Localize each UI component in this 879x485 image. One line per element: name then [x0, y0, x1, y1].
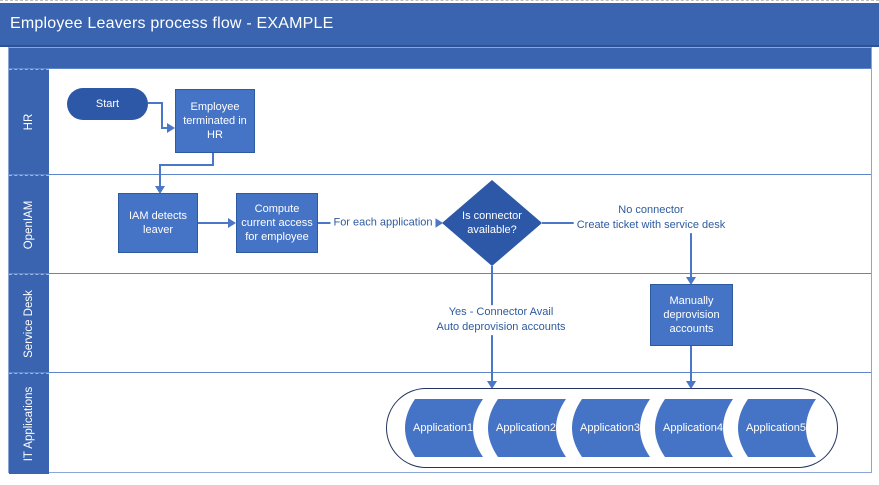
arrowhead-down-icon — [155, 186, 165, 194]
page-title: Employee Leavers process flow - EXAMPLE — [10, 15, 334, 32]
start-terminator: Start — [67, 88, 148, 120]
process-compute-access: Compute current access for employee — [236, 193, 318, 253]
app-label: Application2 — [496, 422, 556, 434]
lane-label-service-desk: Service Desk — [9, 274, 49, 372]
arrowhead-down-icon — [487, 381, 497, 389]
connector-line — [161, 102, 163, 128]
connector-line — [161, 127, 168, 129]
app-shape-application1: Application1 — [395, 399, 483, 457]
app-shape-application3: Application3 — [562, 399, 650, 457]
app-shape-application5: Application5 — [728, 399, 816, 457]
app-shape-application2: Application2 — [478, 399, 566, 457]
edge-label-no-connector: No connector Create ticket with service … — [573, 203, 729, 233]
connector-line — [148, 102, 163, 104]
arrowhead-right-icon — [167, 123, 175, 133]
edge-label-line: No connector — [618, 204, 684, 217]
connector-line — [690, 222, 692, 278]
arrowhead-right-icon — [228, 218, 236, 228]
lane-label-openiam: OpenIAM — [9, 175, 49, 273]
lane-openiam: OpenIAM — [9, 174, 871, 273]
connector-line — [159, 164, 214, 166]
lane-label-it-applications: IT Applications — [9, 373, 49, 474]
connector-line — [690, 346, 692, 382]
stored-data-shape — [655, 399, 733, 457]
connector-line — [159, 164, 161, 187]
process-employee-terminated: Employee terminated in HR — [175, 89, 255, 153]
process-iam-detects-leaver: IAM detects leaver — [118, 193, 198, 253]
swimlane-frame: HR OpenIAM Service Desk IT Applications — [8, 47, 872, 474]
diagram-title-bar: Employee Leavers process flow - EXAMPLE — [0, 3, 879, 47]
app-label: Application5 — [746, 422, 806, 434]
edge-label-line: Create ticket with service desk — [576, 219, 726, 231]
arrowhead-down-icon — [686, 381, 696, 389]
diamond-shape — [442, 180, 542, 266]
lane-service-desk: Service Desk — [9, 273, 871, 372]
lane-hr: HR — [9, 68, 871, 174]
decision-label: Is connector available? — [462, 209, 522, 236]
decision-is-connector-available: Is connector available? — [442, 180, 542, 266]
lane-it-applications: IT Applications — [9, 372, 871, 474]
stored-data-shape — [405, 399, 483, 457]
process-manually-deprovision: Manually deprovision accounts — [650, 284, 733, 346]
app-label: Application3 — [580, 422, 640, 434]
app-shape-application4: Application4 — [645, 399, 733, 457]
lane-label-hr: HR — [9, 69, 49, 174]
stored-data-shape — [488, 399, 566, 457]
app-label: Application4 — [663, 422, 723, 434]
edge-label-yes-connector: Yes - Connector Avail Auto deprovision a… — [433, 305, 569, 335]
connector-line — [198, 222, 229, 224]
swimlane-header-band — [9, 48, 871, 68]
app-label: Application1 — [413, 422, 473, 434]
arrowhead-right-icon — [435, 218, 443, 228]
connector-line — [212, 153, 214, 166]
edge-label-line: Yes - Connector Avail — [448, 306, 554, 319]
stored-data-shape — [738, 399, 816, 457]
edge-label-line: Auto deprovision accounts — [436, 321, 566, 333]
stored-data-shape — [572, 399, 650, 457]
arrowhead-down-icon — [686, 277, 696, 285]
edge-label-for-each-application: For each application — [330, 215, 436, 231]
